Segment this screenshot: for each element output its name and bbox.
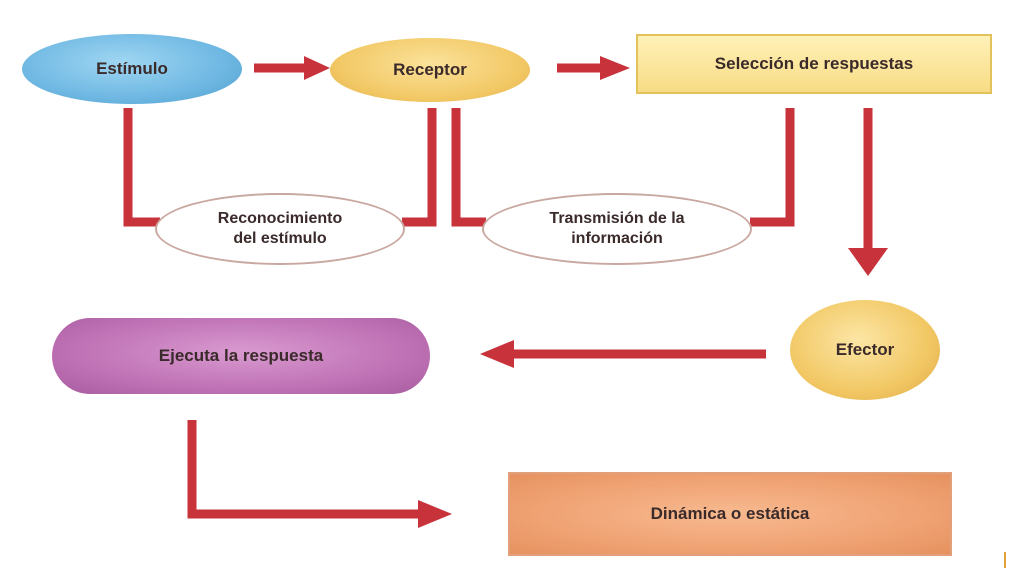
connector-receptor-reconocimiento — [402, 108, 437, 227]
node-reconocimiento: Reconocimiento del estímulo — [155, 193, 405, 265]
arrow-ejecuta-dinamica — [187, 420, 420, 519]
node-seleccion-respuestas: Selección de respuestas — [636, 34, 992, 94]
node-reconocimiento-line1: Reconocimiento — [217, 210, 343, 227]
node-efector: Efector — [790, 300, 940, 400]
node-transmision: Transmisión de la información — [482, 193, 752, 265]
corner-mark — [1004, 552, 1006, 568]
node-dinamica-estatica: Dinámica o estática — [508, 472, 952, 556]
node-reconocimiento-line2: del estímulo — [233, 230, 327, 247]
node-receptor-label: Receptor — [393, 60, 467, 80]
node-receptor: Receptor — [330, 38, 530, 102]
node-dinamica-label: Dinámica o estática — [650, 504, 810, 524]
connector-receptor-transmision — [451, 108, 486, 227]
node-ejecuta-respuesta: Ejecuta la respuesta — [52, 318, 430, 394]
arrowhead-seleccion — [600, 56, 630, 80]
arrowhead-dinamica — [418, 500, 452, 528]
connector-seleccion-transmision — [750, 108, 795, 227]
node-efector-label: Efector — [835, 340, 895, 360]
node-ejecuta-label: Ejecuta la respuesta — [158, 346, 324, 366]
connector-estimulo-reconocimiento — [123, 108, 160, 227]
arrowhead-efector — [848, 248, 888, 276]
node-transmision-line2: información — [571, 230, 663, 247]
arrowhead-ejecuta — [480, 340, 514, 368]
node-seleccion-label: Selección de respuestas — [714, 54, 914, 74]
node-estimulo-label: Estímulo — [96, 59, 168, 79]
arrowhead-receptor — [304, 56, 330, 80]
node-estimulo: Estímulo — [22, 34, 242, 104]
node-transmision-line1: Transmisión de la — [549, 210, 685, 227]
